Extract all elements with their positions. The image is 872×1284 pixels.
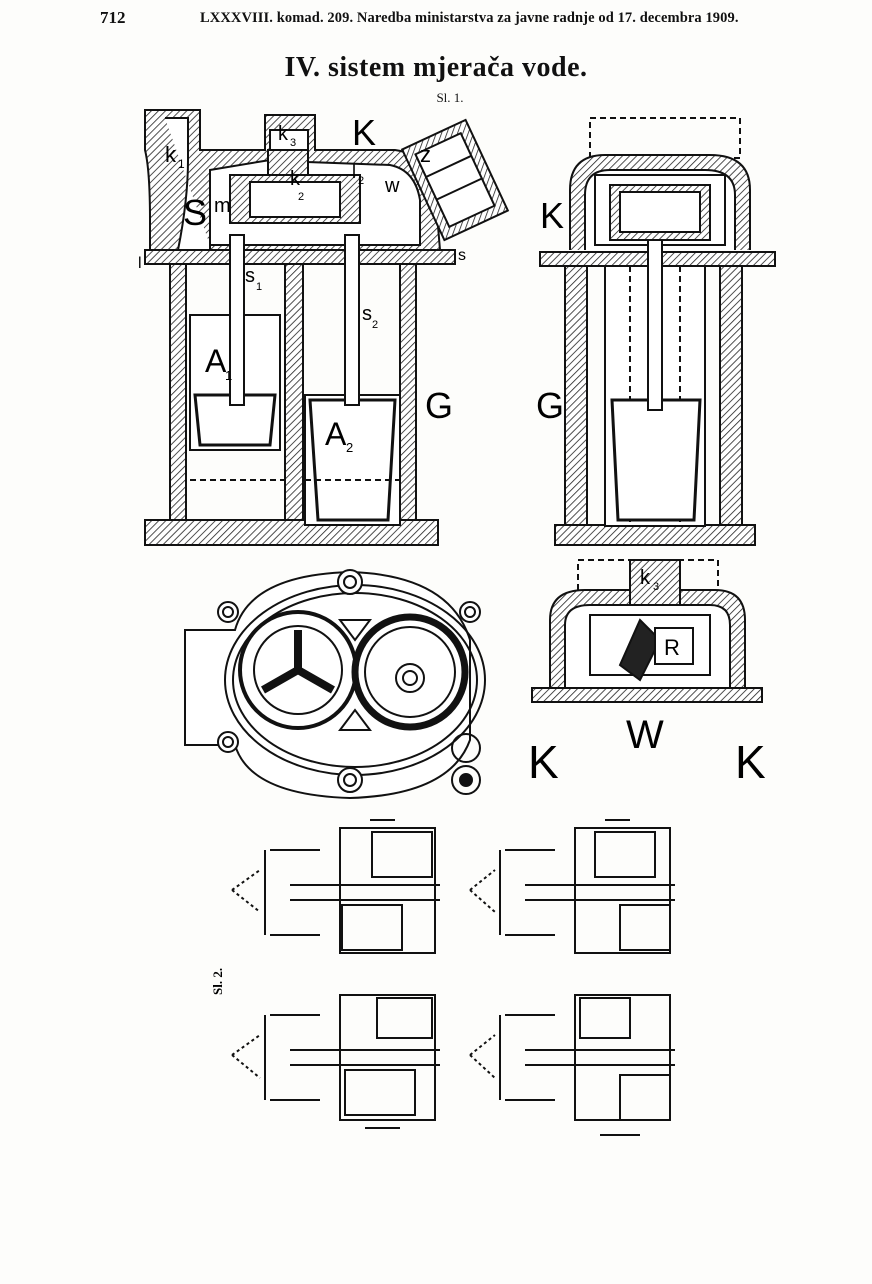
label-W-bottom: W	[626, 713, 664, 757]
meter-section-drawing	[144, 109, 510, 546]
label-s2: s	[362, 303, 372, 325]
running-header: LXXXVIII. komad. 209. Naredba ministarst…	[200, 10, 739, 26]
label-l2-sub: 2	[358, 175, 364, 187]
label-w: w	[384, 175, 400, 197]
figure-2-caption: Sl. 2.	[210, 968, 225, 995]
page-title: IV. sistem mjerača vode.	[284, 52, 588, 83]
label-k3-sub: 3	[290, 137, 296, 149]
label-s-right: s	[458, 247, 466, 264]
label-A1: A	[205, 343, 227, 379]
schematic-3	[231, 994, 440, 1129]
schematic-2	[469, 819, 675, 954]
meter-side-view	[539, 117, 776, 546]
label-s1-sub: 1	[256, 281, 262, 293]
schematic-1	[231, 819, 440, 954]
label-k3-bottom: k	[640, 567, 651, 589]
label-l-left: l	[138, 255, 142, 272]
valve-schematics	[231, 819, 675, 1136]
label-R: R	[664, 635, 680, 660]
label-k2-sub: 2	[298, 191, 304, 203]
figure-1-caption: Sl. 1.	[436, 90, 464, 105]
page-number: 712	[100, 8, 126, 27]
label-k1: k	[165, 142, 177, 167]
label-l2: l	[352, 162, 356, 182]
label-k2: k	[290, 168, 301, 190]
meter-head-detail	[531, 559, 763, 703]
label-A2: A	[325, 416, 347, 452]
schematic-4	[469, 994, 675, 1136]
label-G-left: G	[425, 385, 453, 426]
label-s1: s	[245, 265, 255, 287]
label-K-side: K	[540, 195, 564, 236]
label-G-side: G	[536, 385, 564, 426]
label-S: S	[183, 192, 207, 233]
meter-top-view	[184, 569, 486, 800]
label-s2-sub: 2	[372, 319, 378, 331]
label-K-top: K	[352, 112, 376, 153]
drawing-labels: k 1 k 3 K z k 2 l 2 w S m l s s 1 s 2 A …	[138, 112, 766, 995]
label-k1-sub: 1	[178, 157, 185, 171]
label-k3-bottom-sub: 3	[653, 581, 659, 593]
label-K-bottom-left: K	[528, 736, 559, 788]
label-k3: k	[278, 123, 289, 145]
label-A1-sub: 1	[225, 368, 232, 383]
label-A2-sub: 2	[346, 440, 353, 455]
label-z: z	[420, 142, 431, 167]
label-m: m	[214, 195, 231, 217]
label-K-bottom-right: K	[735, 736, 766, 788]
